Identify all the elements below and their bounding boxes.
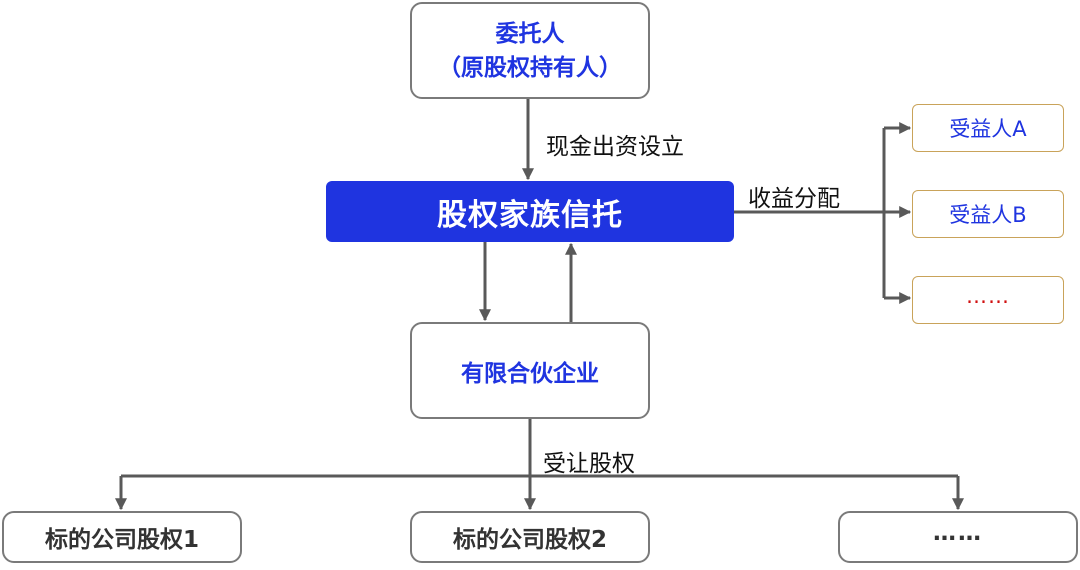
funding-label: 现金出资设立 [546, 134, 684, 160]
beneficiary-b-label: 受益人B [949, 203, 1027, 227]
beneficiary-more-box: …… [912, 276, 1064, 324]
target-equity-2-label: 标的公司股权2 [452, 527, 607, 553]
target-equity-more-label: …… [933, 520, 983, 546]
partnership-label: 有限合伙企业 [461, 360, 599, 387]
target-equity-more-box: …… [838, 511, 1078, 563]
beneficiary-a-label: 受益人A [949, 117, 1027, 141]
target-equity-2-box: 标的公司股权2 [410, 511, 650, 563]
trustor-box: 委托人 （原股权持有人） [410, 2, 650, 99]
target-equity-1-box: 标的公司股权1 [2, 511, 242, 563]
beneficiary-more-label: …… [966, 284, 1010, 308]
transfer-label: 受让股权 [543, 451, 635, 477]
trust-label: 股权家族信托 [437, 197, 623, 233]
target-equity-1-label: 标的公司股权1 [44, 527, 199, 553]
distribution-label: 收益分配 [748, 186, 840, 212]
limited-partnership-box: 有限合伙企业 [410, 322, 650, 419]
equity-family-trust-box: 股权家族信托 [326, 181, 734, 242]
trustor-sublabel: （原股权持有人） [438, 54, 622, 81]
beneficiary-b-box: 受益人B [912, 190, 1064, 238]
beneficiary-a-box: 受益人A [912, 104, 1064, 152]
trustor-label: 委托人 [495, 20, 565, 47]
